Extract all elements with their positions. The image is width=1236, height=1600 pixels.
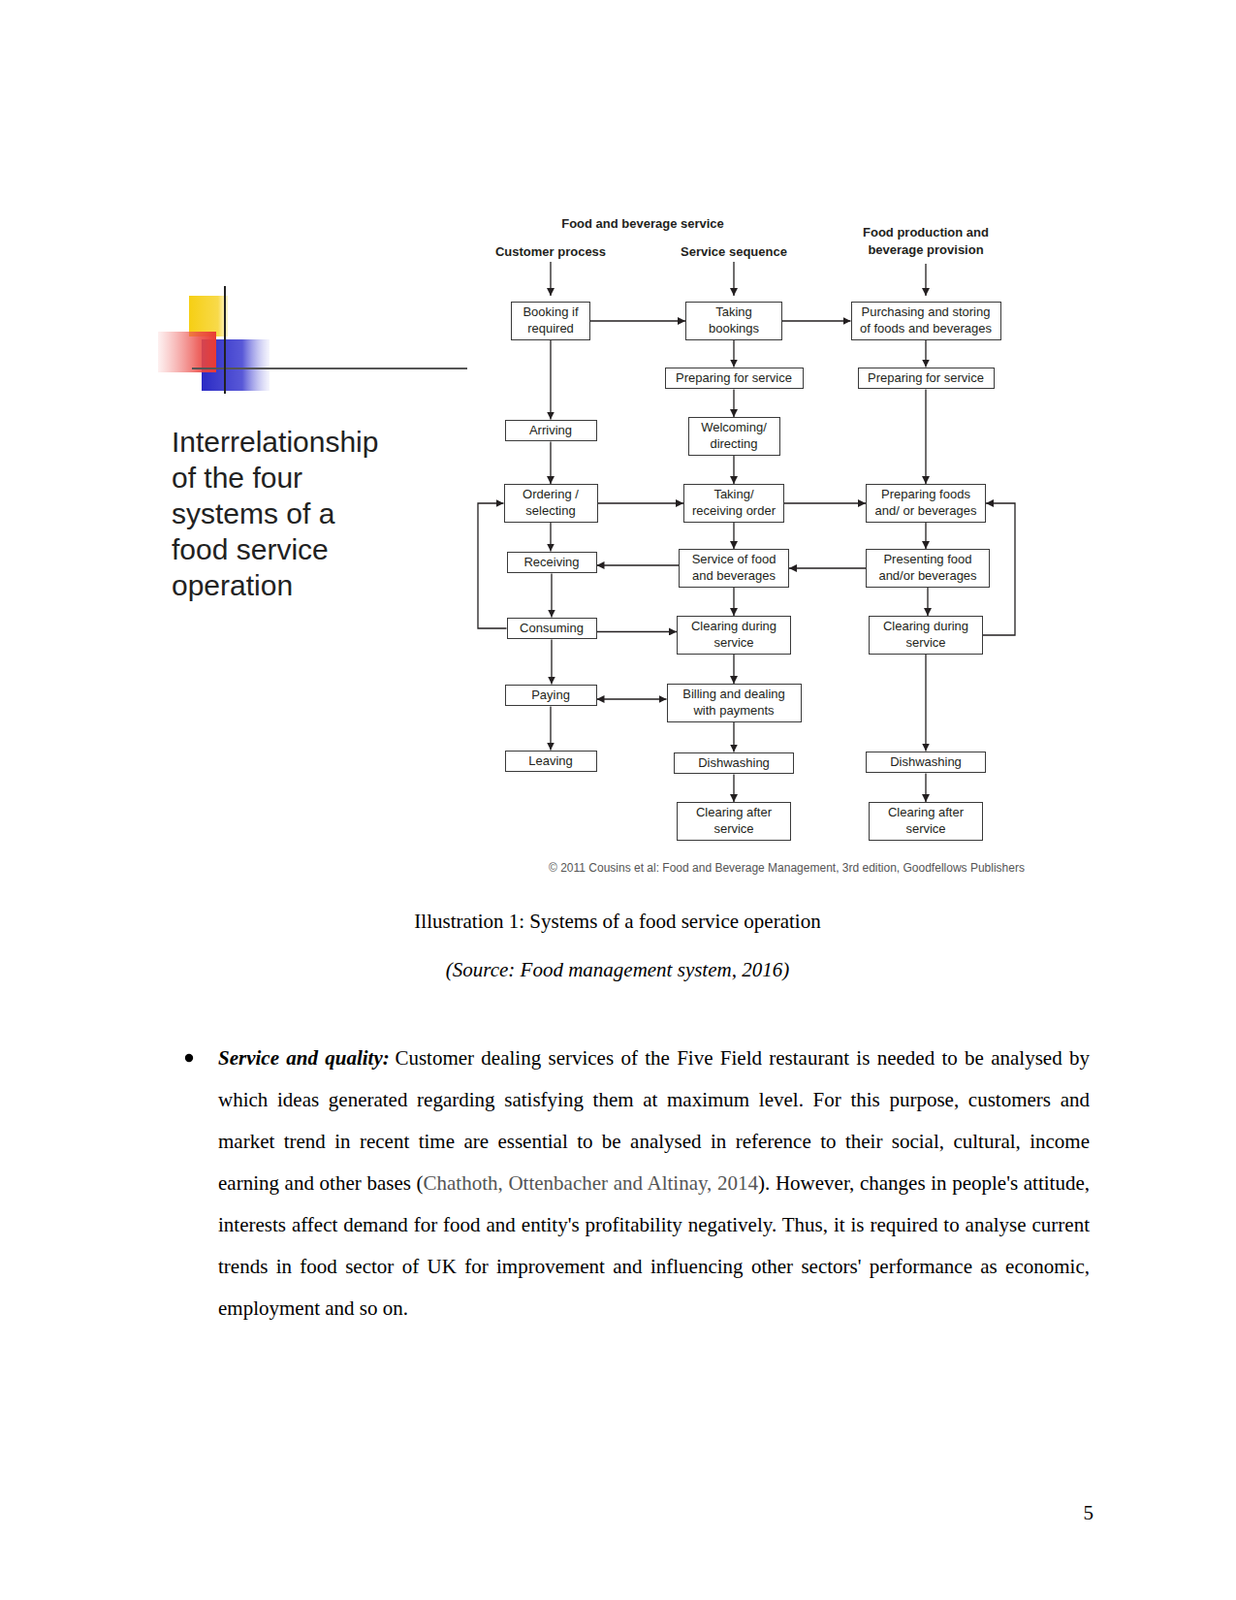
process-box: Receiving <box>507 551 598 574</box>
box-text: Arriving <box>509 422 593 440</box>
process-box: Dishwashing <box>865 751 986 774</box>
box-text: Billing and dealing with payments <box>671 686 797 720</box>
flow-arrow <box>782 319 852 321</box>
process-box: Dishwashing <box>673 752 794 775</box>
flow-arrow <box>549 340 551 420</box>
process-box: Booking if required <box>510 301 591 341</box>
column-header: Customer process <box>482 243 619 261</box>
box-text: Leaving <box>509 753 593 770</box>
process-box: Clearing after service <box>676 801 792 841</box>
flow-arrow <box>549 705 551 750</box>
process-box: Consuming <box>507 617 598 640</box>
flow-arrow <box>924 388 926 484</box>
box-text: Preparing foods and/ or beverages <box>870 486 982 520</box>
flow-arrow <box>549 441 551 484</box>
flow-arrow <box>789 567 866 569</box>
process-box: Leaving <box>505 750 598 773</box>
bullet-paragraph: Service and quality:Customer dealing ser… <box>218 1037 1090 1330</box>
box-text: Service of food and beverages <box>683 551 785 585</box>
rule-line <box>223 285 226 394</box>
flow-arrow <box>924 654 926 752</box>
box-text: Clearing after service <box>681 804 787 838</box>
process-box: Arriving <box>505 419 598 443</box>
source-note: (Source: Food management system, 2016) <box>326 957 909 983</box>
bullet-dot <box>185 1053 193 1062</box>
box-text: Consuming <box>511 620 593 637</box>
citation: Chathoth, Ottenbacher and Altinay, 2014 <box>423 1171 760 1195</box>
rule-line <box>191 367 468 370</box>
flow-arrow <box>924 522 926 549</box>
process-box: Preparing for service <box>665 367 804 390</box>
flow-arrow <box>590 319 686 321</box>
flow-arrow <box>598 502 685 504</box>
box-text: Paying <box>509 687 593 704</box>
page-number: 5 <box>1074 1500 1094 1525</box>
box-text: Dishwashing <box>870 754 982 771</box>
box-text: Receiving <box>511 554 593 571</box>
copyright-note: © 2011 Cousins et al: Food and Beverage … <box>548 860 1025 875</box>
diagram-title: Interrelationship of the four systems of… <box>171 423 393 603</box>
box-text: Ordering / selecting <box>508 486 594 520</box>
column-header: Food production and beverage provision <box>848 223 1004 258</box>
process-box: Welcoming/ directing <box>688 416 781 456</box>
flow-arrow <box>732 654 734 684</box>
process-box: Preparing foods and/ or beverages <box>865 483 986 523</box>
flow-arrow <box>926 587 928 616</box>
flow-arrow <box>784 502 866 504</box>
box-text: Clearing after service <box>873 804 979 838</box>
flow-arrow <box>732 340 734 368</box>
flow-arrow <box>597 697 667 699</box>
flow-arrow <box>732 773 734 802</box>
header-arrow <box>549 261 551 296</box>
flow-arrow <box>550 638 552 684</box>
flow-arrow <box>732 587 734 616</box>
process-box: Taking/ receiving order <box>683 483 785 523</box>
box-text: Preparing for service <box>669 370 799 387</box>
process-box: Clearing during service <box>868 615 983 655</box>
process-box: Purchasing and storing of foods and beve… <box>851 301 1002 341</box>
yellow-square <box>189 295 228 337</box>
column-group-header: Food and beverage service <box>545 215 740 233</box>
flow-arrow <box>732 722 734 753</box>
process-box: Paying <box>505 684 598 707</box>
header-arrow <box>732 261 734 296</box>
figure-caption: Illustration 1: Systems of a food servic… <box>278 909 957 934</box>
column-header: Service sequence <box>665 243 802 261</box>
box-text: Taking/ receiving order <box>688 486 780 520</box>
flow-arrow <box>597 564 680 566</box>
box-text: Clearing during service <box>681 618 787 652</box>
bullet-heading: Service and quality: <box>218 1045 390 1070</box>
process-box: Service of food and beverages <box>678 548 790 588</box>
red-square <box>158 331 217 373</box>
box-text: Preparing for service <box>862 370 990 387</box>
process-box: Billing and dealing with payments <box>666 683 802 723</box>
box-text: Taking bookings <box>690 304 778 338</box>
process-box: Presenting food and/or beverages <box>865 548 990 588</box>
box-text: Dishwashing <box>678 755 790 772</box>
box-text: Presenting food and/or beverages <box>870 551 985 585</box>
box-text: Clearing during service <box>873 618 979 652</box>
process-box: Clearing after service <box>868 801 983 841</box>
flow-arrow <box>924 340 926 368</box>
flow-arrow <box>924 772 926 802</box>
process-box: Clearing during service <box>676 615 792 655</box>
flow-arrow <box>597 631 678 633</box>
flow-arrow <box>732 388 734 417</box>
box-text: Booking if required <box>515 304 586 338</box>
header-arrow <box>924 263 926 296</box>
box-text: Purchasing and storing of foods and beve… <box>855 304 997 338</box>
process-box: Taking bookings <box>685 301 783 341</box>
box-text: Welcoming/ directing <box>693 419 776 453</box>
flow-arrow <box>549 522 551 552</box>
process-box: Preparing for service <box>857 367 995 390</box>
flow-arrow <box>732 455 734 484</box>
process-box: Ordering / selecting <box>504 483 599 523</box>
flow-arrow <box>550 572 552 617</box>
flow-arrow <box>477 503 508 629</box>
flow-arrow <box>732 522 734 549</box>
